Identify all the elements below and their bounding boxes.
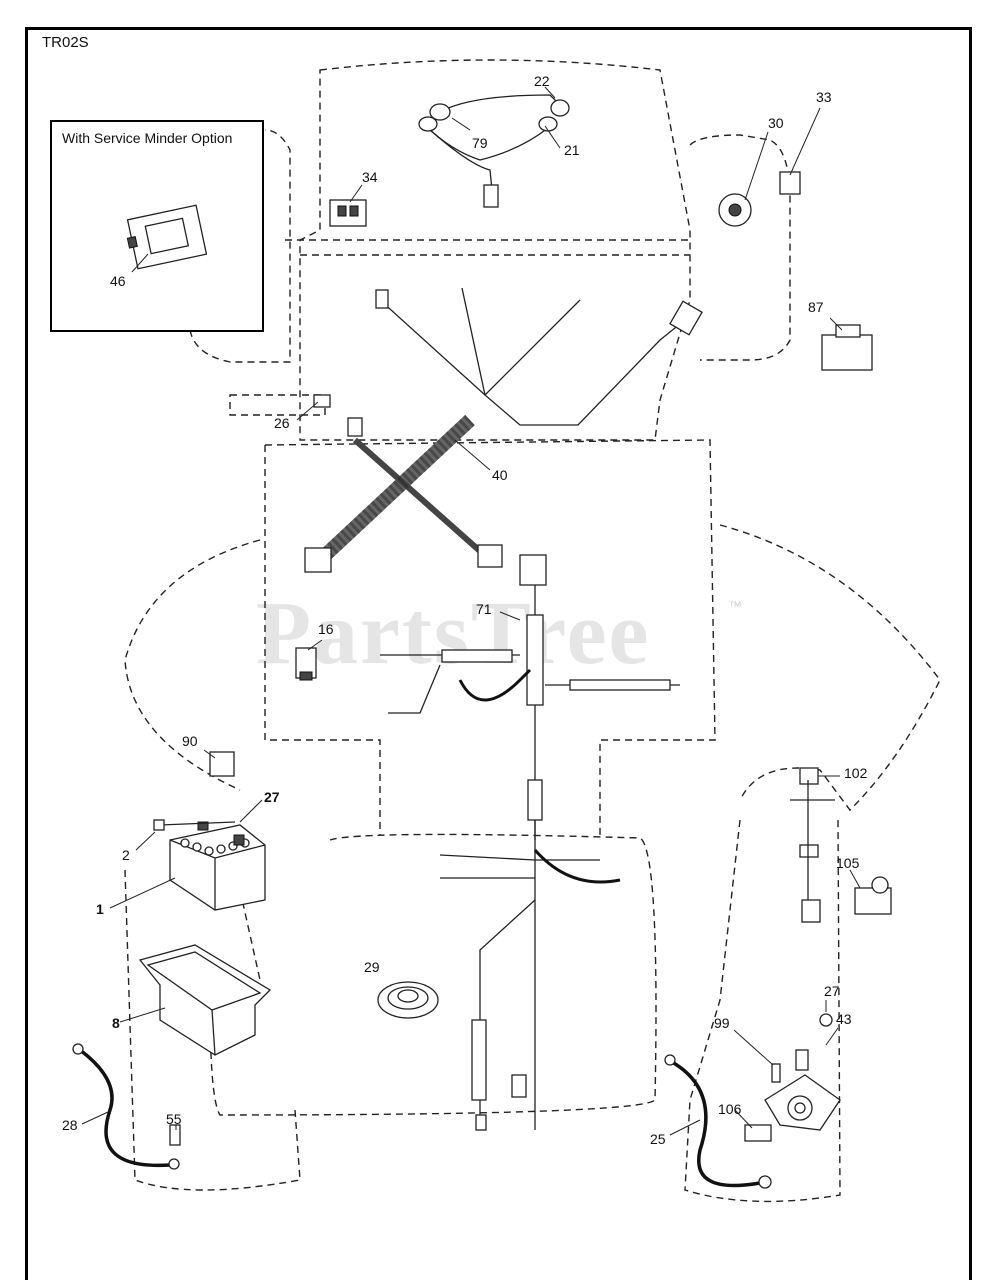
grommet-29 bbox=[377, 981, 439, 1019]
callout-46-inset: 46 bbox=[110, 273, 126, 289]
solenoid-43 bbox=[744, 1013, 841, 1142]
callout-43: 43 bbox=[836, 1011, 852, 1027]
callout-25: 25 bbox=[650, 1131, 666, 1147]
callout-102: 102 bbox=[844, 765, 868, 781]
callout-8: 8 bbox=[112, 1015, 120, 1031]
battery-cable-25 bbox=[664, 1054, 772, 1189]
callout-2: 2 bbox=[122, 847, 130, 863]
callout-106: 106 bbox=[718, 1101, 742, 1117]
inset-title: With Service Minder Option bbox=[62, 130, 233, 146]
callout-99: 99 bbox=[714, 1015, 730, 1031]
connector-16 bbox=[295, 647, 317, 681]
callout-105: 105 bbox=[836, 855, 860, 871]
callout-29: 29 bbox=[364, 959, 380, 975]
callout-79: 79 bbox=[472, 135, 488, 151]
headlight-harness bbox=[418, 94, 570, 208]
battery-1 bbox=[153, 819, 266, 911]
callout-22: 22 bbox=[534, 73, 550, 89]
trademark-symbol: ™ bbox=[728, 598, 742, 614]
switch-105 bbox=[854, 876, 892, 915]
watermark: PartsTree bbox=[256, 584, 651, 683]
main-harness bbox=[304, 287, 703, 1131]
callout-27-top: 27 bbox=[264, 789, 280, 805]
inset-drawing: 46 bbox=[110, 204, 208, 289]
callout-labels: 22 79 21 30 33 34 46 87 26 40 71 16 90 2… bbox=[62, 73, 868, 1147]
service-minder-inset: With Service Minder Option 46 bbox=[50, 120, 264, 332]
callout-55: 55 bbox=[166, 1111, 182, 1127]
battery-cable-28 bbox=[72, 1043, 181, 1170]
battery-tray-8 bbox=[138, 944, 272, 1056]
relay-87 bbox=[821, 324, 873, 371]
switch-102 bbox=[790, 767, 835, 923]
callout-1: 1 bbox=[96, 901, 104, 917]
callout-26: 26 bbox=[274, 415, 290, 431]
ignition-30 bbox=[718, 171, 801, 227]
callout-87: 87 bbox=[808, 299, 824, 315]
callout-28: 28 bbox=[62, 1117, 78, 1133]
callout-34: 34 bbox=[362, 169, 378, 185]
callout-16: 16 bbox=[318, 621, 334, 637]
callout-27-bottom: 27 bbox=[824, 983, 840, 999]
callout-90: 90 bbox=[182, 733, 198, 749]
diagram-frame bbox=[25, 27, 972, 1280]
callout-21: 21 bbox=[564, 142, 580, 158]
tractor-outline bbox=[124, 59, 941, 1203]
callout-33: 33 bbox=[816, 89, 832, 105]
sensor-90 bbox=[209, 751, 235, 777]
switch-34 bbox=[329, 199, 367, 227]
callout-30: 30 bbox=[768, 115, 784, 131]
callout-40: 40 bbox=[492, 467, 508, 483]
diagram-code: TR02S bbox=[42, 34, 89, 51]
callout-71: 71 bbox=[476, 601, 492, 617]
